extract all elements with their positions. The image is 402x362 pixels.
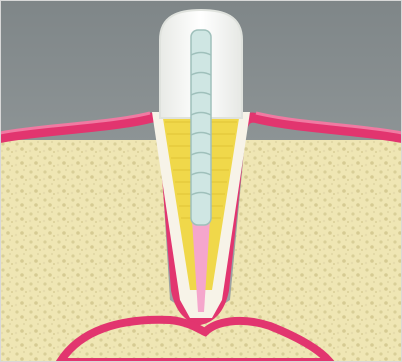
post-screw — [191, 30, 211, 225]
